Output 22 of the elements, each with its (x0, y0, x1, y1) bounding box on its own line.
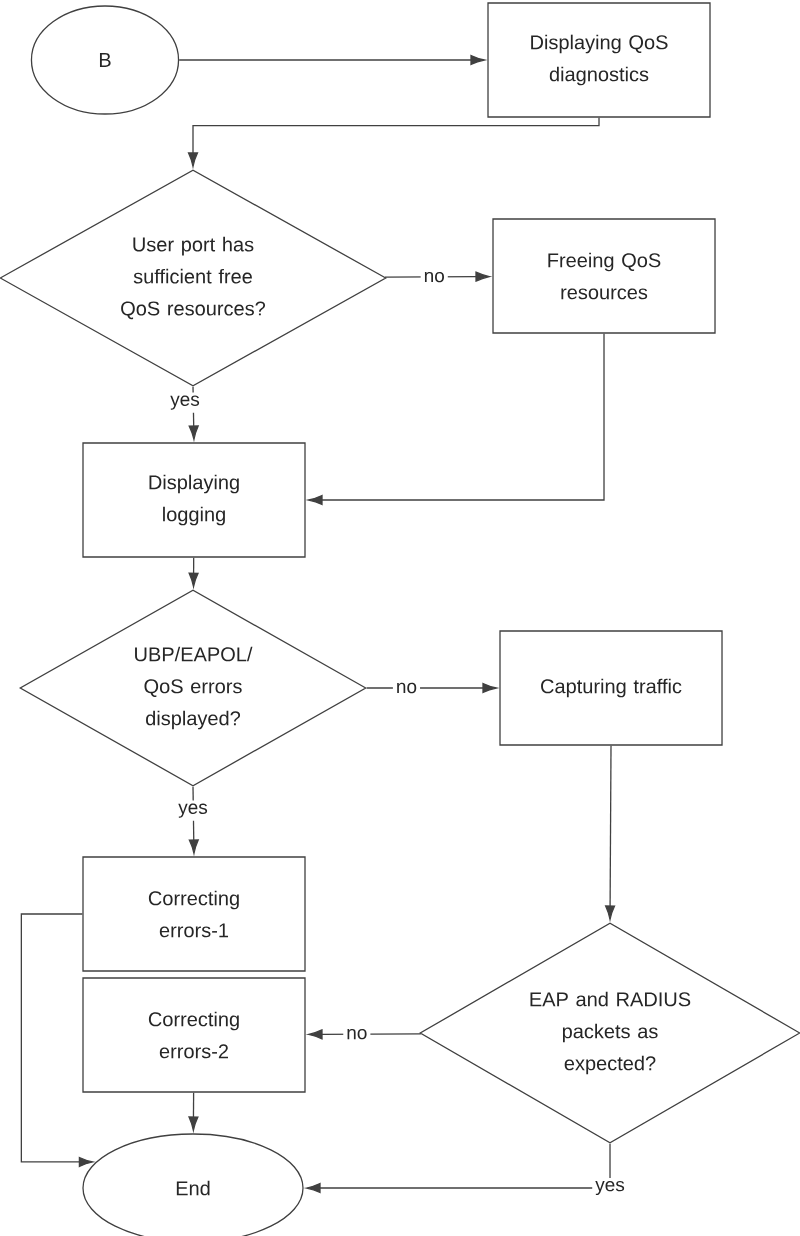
process-box: Displaying logging (82, 442, 306, 558)
arrow (605, 745, 616, 920)
arrow (20, 913, 94, 1168)
arrow (306, 1143, 611, 1194)
arrow (188, 386, 199, 440)
process-box: Correcting errors-2 (82, 977, 306, 1093)
process-box: Freeing QoS resources (492, 218, 716, 334)
edge-label: yes (167, 392, 203, 413)
edge-label: no (420, 268, 448, 286)
arrow (188, 1092, 199, 1131)
edge-label: yes (175, 800, 211, 821)
edge-label: no (343, 1025, 371, 1043)
edge-label: yes (592, 1177, 628, 1199)
arrow (187, 117, 600, 167)
process-box: Displaying QoS diagnostics (487, 2, 711, 118)
arrow (308, 333, 605, 506)
process-box: Correcting errors-1 (82, 856, 306, 972)
process-box: Capturing traffic (499, 630, 723, 746)
arrow (188, 786, 199, 854)
arrow (178, 54, 485, 66)
edge-label: no (392, 679, 421, 697)
arrow (188, 557, 199, 588)
